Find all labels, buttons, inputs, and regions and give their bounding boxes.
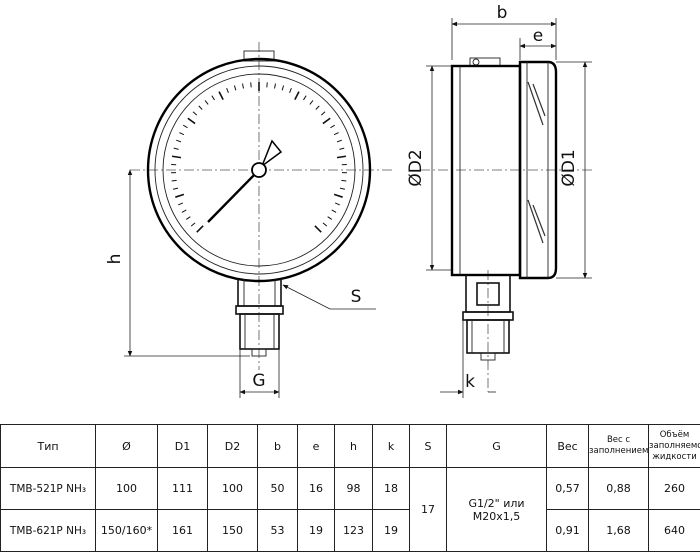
cell-e: 19 xyxy=(298,510,335,552)
dial-tick xyxy=(186,217,190,220)
dial-tick xyxy=(335,203,340,205)
dial-tick xyxy=(212,96,215,100)
cell-weight-filled: 1,68 xyxy=(589,510,649,552)
dim-label-e: e xyxy=(533,26,543,46)
dial-tick xyxy=(295,92,299,100)
dial-tick xyxy=(178,203,183,205)
header-fill-volume: Объём заполняемой жидкости xyxy=(649,425,700,468)
dial-tick xyxy=(310,100,313,104)
dial-tick xyxy=(328,217,332,220)
dial-tick xyxy=(191,223,195,226)
cell-d2: 150 xyxy=(208,510,258,552)
dial-tick xyxy=(182,210,186,212)
header-d1: D1 xyxy=(158,425,208,468)
cell-fill-volume: 640 xyxy=(649,510,700,552)
dim-label-b: b xyxy=(497,3,508,23)
dial-tick xyxy=(172,156,181,157)
dial-tick xyxy=(205,100,208,104)
dial-tick xyxy=(172,180,177,181)
dim-label-d1: ØD1 xyxy=(559,149,579,186)
header-type: Тип xyxy=(1,425,96,468)
dial-tick xyxy=(337,156,346,157)
dial-tick xyxy=(197,226,203,232)
cell-e: 16 xyxy=(298,468,335,510)
dial-tick xyxy=(243,84,244,89)
cell-b: 50 xyxy=(258,468,298,510)
dial-tick xyxy=(341,180,346,181)
cell-g-shared: G1/2" или M20x1,5 xyxy=(447,468,547,552)
dim-label-h: h xyxy=(105,254,125,265)
dial-tick xyxy=(183,125,187,128)
cell-weight: 0,57 xyxy=(547,468,589,510)
dial-tick xyxy=(337,140,342,142)
dial-tick xyxy=(332,210,336,212)
cell-d2: 100 xyxy=(208,468,258,510)
header-diameter: Ø xyxy=(96,425,158,468)
cell-weight-filled: 0,88 xyxy=(589,468,649,510)
dim-label-g: G xyxy=(252,371,265,391)
cell-b: 53 xyxy=(258,510,298,552)
technical-drawing: h G S xyxy=(0,0,700,415)
dial-tick xyxy=(193,112,197,115)
table-header-row: Тип Ø D1 D2 b e h k S G Вес Вес с заполн… xyxy=(1,425,700,468)
dial-tick xyxy=(282,85,283,90)
dial-tick xyxy=(175,194,184,197)
cell-d1: 111 xyxy=(158,468,208,510)
dial-tick xyxy=(227,88,229,93)
cell-h: 98 xyxy=(335,468,373,510)
dial-tick xyxy=(290,88,292,93)
table-row: ТМВ-521Р NH₃ 100 111 100 50 16 98 18 17 … xyxy=(1,468,700,510)
cell-d1: 161 xyxy=(158,510,208,552)
dim-label-d2: ØD2 xyxy=(406,149,426,186)
header-e: e xyxy=(298,425,335,468)
cell-type: ТМВ-521Р NH₃ xyxy=(1,468,96,510)
dial-tick xyxy=(334,133,339,135)
dial-tick xyxy=(330,125,334,128)
cell-diameter: 100 xyxy=(96,468,158,510)
dial-tick xyxy=(188,118,195,123)
side-view: b e ØD2 ØD1 k xyxy=(406,3,595,398)
table-row: ТМВ-621Р NH₃ 150/160* 161 150 53 19 123 … xyxy=(1,510,700,552)
dial-tick xyxy=(323,223,327,226)
dial-tick xyxy=(234,85,235,90)
cell-h: 123 xyxy=(335,510,373,552)
cell-k: 19 xyxy=(373,510,410,552)
cell-weight: 0,91 xyxy=(547,510,589,552)
dial-tick xyxy=(179,133,184,135)
dial-tick xyxy=(199,106,202,110)
dim-label-k: k xyxy=(465,372,475,392)
dial-tick xyxy=(176,140,181,142)
dial-tick xyxy=(315,226,321,232)
dial-tick xyxy=(275,84,276,89)
dim-label-s: S xyxy=(351,287,362,307)
dial-tick xyxy=(173,188,178,189)
cell-type: ТМВ-621Р NH₃ xyxy=(1,510,96,552)
pressure-needle xyxy=(208,141,281,222)
dial-tick xyxy=(316,106,319,110)
cell-s-shared: 17 xyxy=(410,468,447,552)
header-s: S xyxy=(410,425,447,468)
header-k: k xyxy=(373,425,410,468)
header-weight-filled: Вес с заполнением xyxy=(589,425,649,468)
cell-diameter: 150/160* xyxy=(96,510,158,552)
header-weight: Вес xyxy=(547,425,589,468)
dial-tick xyxy=(340,188,345,189)
header-d2: D2 xyxy=(208,425,258,468)
header-b: b xyxy=(258,425,298,468)
dial-tick xyxy=(339,148,344,149)
header-g: G xyxy=(447,425,547,468)
dial-tick xyxy=(321,112,325,115)
dial-tick xyxy=(323,118,330,123)
dial-tick xyxy=(303,96,306,100)
specification-table: Тип Ø D1 D2 b e h k S G Вес Вес с заполн… xyxy=(0,424,700,552)
cell-k: 18 xyxy=(373,468,410,510)
header-h: h xyxy=(335,425,373,468)
cell-fill-volume: 260 xyxy=(649,468,700,510)
front-view: h G S xyxy=(105,42,392,398)
dial-tick xyxy=(219,92,223,100)
dial-tick xyxy=(334,194,343,197)
dial-tick xyxy=(174,148,179,149)
